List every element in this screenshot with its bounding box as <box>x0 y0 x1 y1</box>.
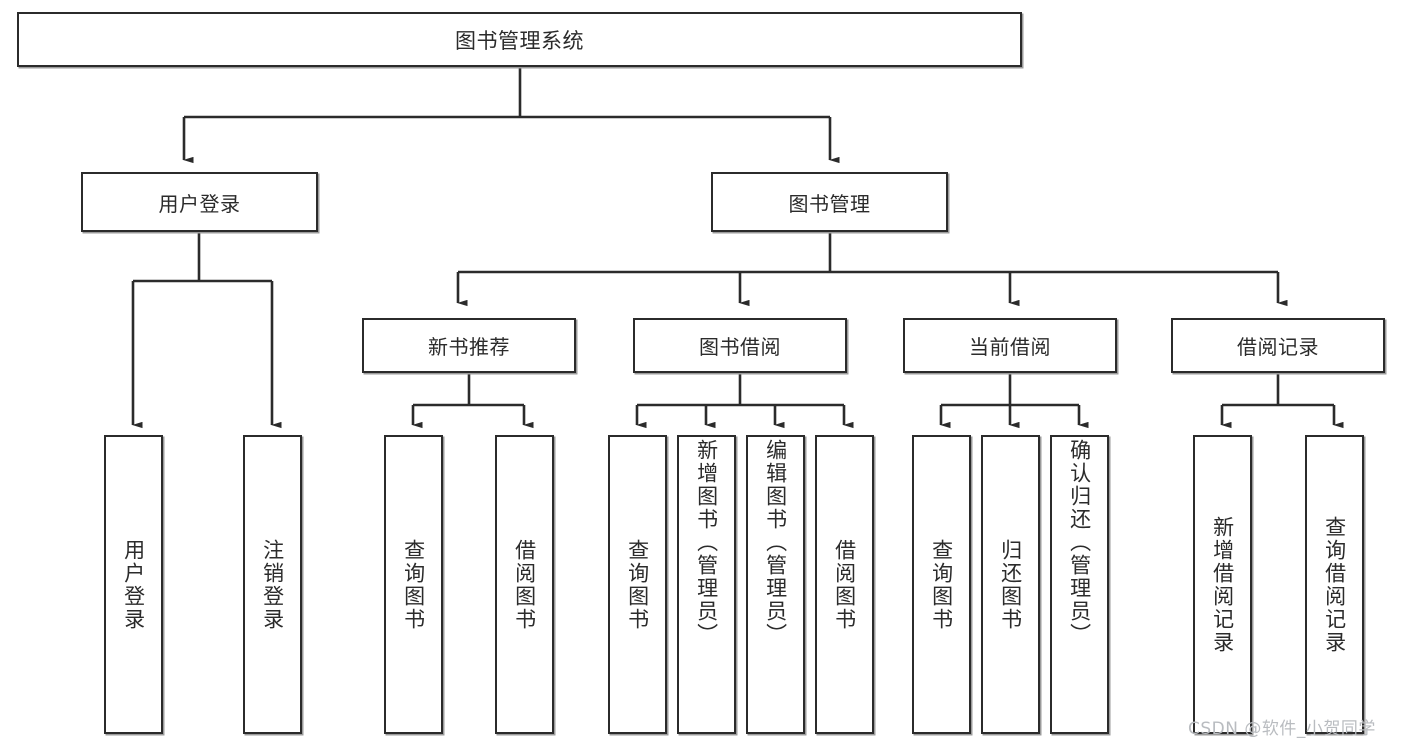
node-leaf-query-book-3[interactable]: 查询图书 <box>912 435 971 734</box>
node-label: 图书管理系统 <box>455 28 584 53</box>
node-leaf-return-book[interactable]: 归还图书 <box>981 435 1040 734</box>
node-leaf-edit-book[interactable]: 编辑图书（管理员） <box>746 435 805 734</box>
node-borrow-record[interactable]: 借阅记录 <box>1171 318 1385 373</box>
node-new-book-recommend[interactable]: 新书推荐 <box>362 318 576 373</box>
node-leaf-borrow-book-1[interactable]: 借阅图书 <box>495 435 554 734</box>
node-label: 编辑图书（管理员） <box>763 439 788 646</box>
node-label: 归还图书 <box>998 538 1023 631</box>
node-leaf-user-login[interactable]: 用户登录 <box>104 435 163 734</box>
node-label: 查询借阅记录 <box>1322 515 1347 654</box>
node-leaf-confirm-return[interactable]: 确认归还（管理员） <box>1050 435 1109 734</box>
node-label: 图书借阅 <box>699 335 781 359</box>
node-label: 新增图书（管理员） <box>694 439 719 646</box>
node-label: 确认归还（管理员） <box>1067 439 1092 646</box>
node-current-borrow[interactable]: 当前借阅 <box>903 318 1117 373</box>
node-leaf-add-book[interactable]: 新增图书（管理员） <box>677 435 736 734</box>
node-label: 用户登录 <box>158 191 241 216</box>
node-label: 用户登录 <box>121 538 146 631</box>
node-leaf-borrow-book-2[interactable]: 借阅图书 <box>815 435 874 734</box>
node-label: 新增借阅记录 <box>1210 515 1235 654</box>
node-label: 查询图书 <box>929 538 954 631</box>
node-leaf-query-book-2[interactable]: 查询图书 <box>608 435 667 734</box>
node-leaf-logout-login[interactable]: 注销登录 <box>243 435 302 734</box>
node-user-login[interactable]: 用户登录 <box>81 172 318 232</box>
node-label: 新书推荐 <box>428 335 510 359</box>
node-label: 借阅记录 <box>1237 335 1319 359</box>
node-label: 注销登录 <box>260 538 285 631</box>
node-book-manage[interactable]: 图书管理 <box>711 172 948 232</box>
node-label: 查询图书 <box>401 538 426 631</box>
node-leaf-query-book-1[interactable]: 查询图书 <box>384 435 443 734</box>
node-leaf-query-borrow-record[interactable]: 查询借阅记录 <box>1305 435 1364 734</box>
node-label: 查询图书 <box>625 538 650 631</box>
node-book-borrow[interactable]: 图书借阅 <box>633 318 847 373</box>
node-label: 图书管理 <box>788 191 871 216</box>
node-label: 借阅图书 <box>512 538 537 631</box>
node-label: 当前借阅 <box>969 335 1051 359</box>
node-label: 借阅图书 <box>832 538 857 631</box>
node-root-system[interactable]: 图书管理系统 <box>17 12 1022 67</box>
node-leaf-add-borrow-record[interactable]: 新增借阅记录 <box>1193 435 1252 734</box>
